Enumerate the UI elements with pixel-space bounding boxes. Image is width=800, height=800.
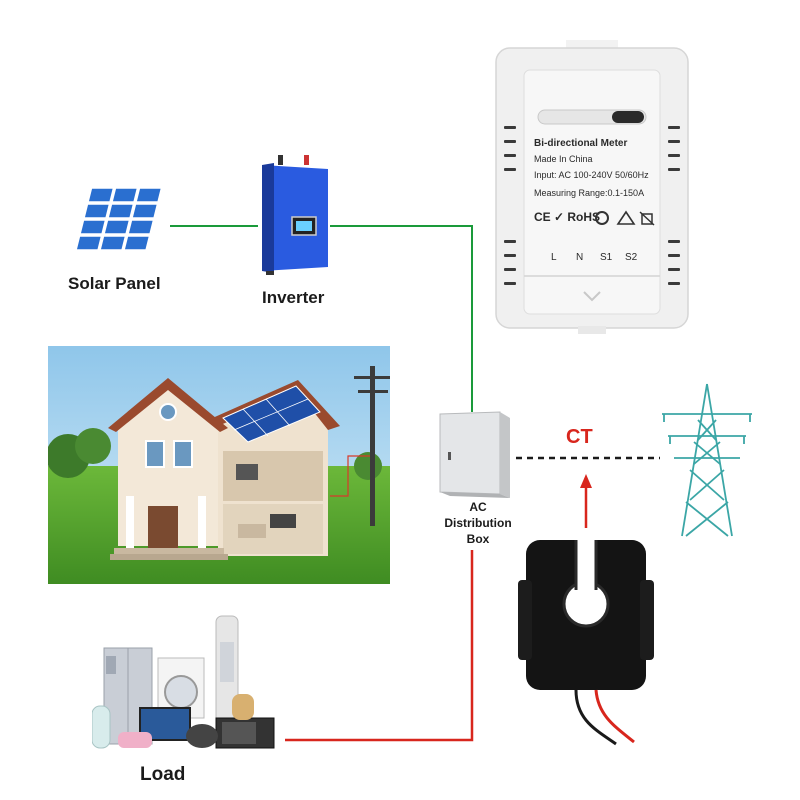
recycle-icon <box>595 210 655 226</box>
current-transformer-clamp-icon <box>518 540 654 746</box>
ac-box-label-line3: Box <box>466 532 490 546</box>
meter-housing <box>495 40 689 334</box>
terminal-n: N <box>576 252 584 263</box>
meter-range-spec: Measuring Range:0.1-150A <box>534 188 645 198</box>
wire-inverter-acbox <box>330 225 473 412</box>
ac-box-label-line1: AC <box>469 500 487 514</box>
meter-title: Bi-directional Meter <box>534 138 628 149</box>
meter-input-spec: Input: AC 100-240V 50/60Hz <box>534 170 649 180</box>
load-label: Load <box>140 764 186 785</box>
wire-acbox-load <box>285 550 474 742</box>
solar-panel-icon <box>75 187 163 251</box>
transmission-tower-icon <box>662 383 752 537</box>
ct-arrow-head <box>580 474 592 488</box>
ac-distribution-box-icon <box>439 411 510 498</box>
bidirectional-meter: Bi-directional Meter Made In China Input… <box>494 40 690 338</box>
household-appliances-icon <box>92 615 275 749</box>
inverter-label: Inverter <box>262 288 325 307</box>
terminal-s1: S1 <box>600 252 613 263</box>
ac-box-label-line2: Distribution <box>444 516 512 530</box>
ct-label: CT <box>566 426 593 448</box>
terminal-s2: S2 <box>625 252 638 263</box>
terminal-l: L <box>551 252 557 263</box>
inverter-icon <box>262 155 328 275</box>
solar-panel-label: Solar Panel <box>68 274 161 293</box>
meter-made-in: Made In China <box>534 154 593 164</box>
house-illustration <box>48 346 390 584</box>
meter-cert-marks: CE ✓ RoHS <box>534 210 601 224</box>
